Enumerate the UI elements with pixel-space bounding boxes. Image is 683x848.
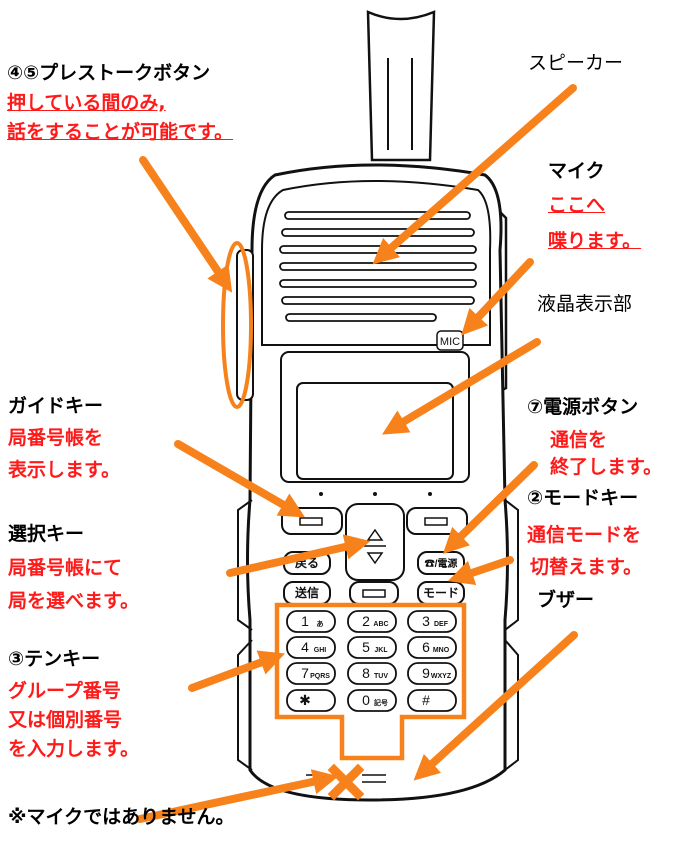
keypad-key-sublabel: GHI [314, 647, 327, 654]
antenna [366, 10, 436, 162]
keypad-key-sublabel: WXYZ [431, 673, 452, 680]
note-not-mic: ※マイクではありません。 [8, 806, 235, 828]
keypad-key-label: 3 [422, 613, 430, 629]
arrow-lcd [382, 338, 541, 435]
svg-text:☎/電源: ☎/電源 [425, 557, 458, 570]
speaker-grille [279, 211, 477, 322]
power-desc-line2: 終了します。 [550, 456, 663, 478]
mic-desc-line1: ここへ [548, 194, 606, 216]
keypad-key-sublabel: DEF [434, 621, 449, 628]
select-desc-line1: 局番号帳にて [8, 557, 123, 579]
keypad-key-hash[interactable]: # [407, 689, 457, 712]
keypad-key-label: 5 [362, 639, 370, 655]
tenkey-title: ③テンキー [8, 648, 101, 670]
arrow-select [226, 534, 371, 577]
keypad-key-label: 4 [301, 639, 309, 655]
arrow-mode [447, 556, 514, 585]
tenkey-desc-line3: を入力します。 [8, 738, 140, 760]
keypad-key-sublabel: TUV [374, 673, 388, 680]
svg-text:MIC: MIC [440, 336, 460, 348]
power-title: ⑦電源ボタン [527, 396, 639, 418]
ptt-desc-line1: 押している間のみ, [7, 92, 166, 114]
keypad-key-sublabel: あ [317, 619, 324, 628]
speaker-title: スピーカー [528, 52, 624, 74]
mic-marking [436, 330, 464, 351]
select-title: 選択キー [8, 523, 85, 545]
select-desc-line2: 局を選べます。 [8, 590, 140, 612]
tenkey-desc-line1: グループ番号 [8, 680, 121, 702]
keypad-key-label: # [422, 692, 430, 708]
mic-desc-line2: 喋ります。 [548, 230, 642, 252]
keypad-key-label: 1 [301, 613, 309, 629]
arrow-note [136, 769, 339, 823]
arrow-guide [174, 440, 306, 518]
select-nav-key[interactable] [345, 503, 405, 581]
keypad-key-sublabel: ABC [373, 621, 388, 628]
arrow-power [442, 461, 538, 554]
keypad-key-label: 2 [362, 613, 370, 629]
mode-desc-line1: 通信モードを [527, 524, 642, 546]
keypad-key-sublabel: PQRS [310, 673, 330, 680]
ptt-highlight [221, 241, 253, 409]
keypad-key-label: 8 [362, 665, 370, 681]
svg-text:送信: 送信 [294, 585, 319, 600]
keypad-key-label: ✱ [299, 692, 311, 708]
keypad-key-label: 9 [422, 665, 430, 681]
power-desc-line1: 通信を [550, 429, 608, 451]
keypad-key-sublabel: MNO [433, 647, 450, 654]
keypad-highlight [274, 602, 467, 761]
keypad-key-label: 7 [301, 665, 309, 681]
mode-title: ②モードキー [527, 487, 639, 509]
mic-title: マイク [548, 160, 605, 182]
mode-desc-line2: 切替えます。 [530, 556, 643, 578]
keypad-key-sublabel: 記号 [374, 698, 388, 707]
keypad-key-star[interactable]: ✱ [286, 689, 336, 712]
guide-title: ガイドキー [8, 395, 104, 417]
lcd-display [280, 351, 470, 483]
arrow-tenkey [188, 650, 286, 692]
arrow-buzzer [413, 631, 578, 781]
buzzer-title: ブザー [537, 589, 595, 611]
ptt-desc-line2: 話をすることが可能です。 [7, 121, 234, 143]
tenkey-desc-line2: 又は個別番号 [8, 709, 123, 731]
keypad-key-label: 0 [362, 692, 370, 708]
ptt-title: ④⑤プレストークボタン [7, 62, 211, 84]
svg-text:モード: モード [423, 586, 459, 600]
keypad-key-0[interactable]: 0 記号 [347, 689, 397, 712]
lcd-title: 液晶表示部 [537, 293, 633, 315]
guide-desc-line1: 局番号帳を [8, 427, 104, 449]
arrow-speaker [372, 84, 577, 265]
keypad-key-sublabel: JKL [374, 647, 388, 654]
arrow-mic [461, 258, 534, 336]
arrow-ptt [139, 156, 233, 293]
guide-desc-line2: 表示します。 [8, 459, 121, 481]
keypad-key-label: 6 [422, 639, 430, 655]
